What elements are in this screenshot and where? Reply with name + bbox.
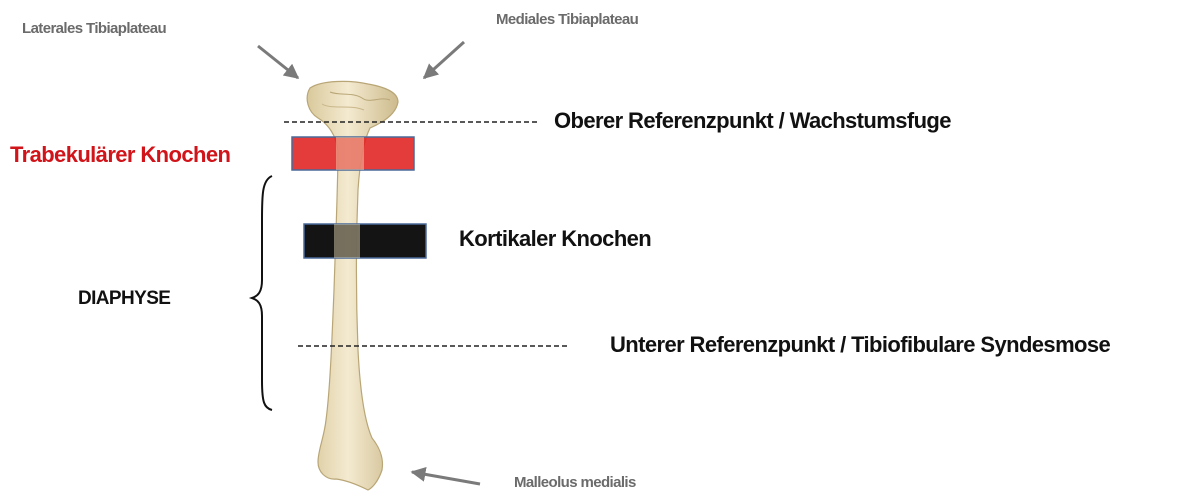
cortical-bone-label: Kortikaler Knochen [459,226,651,252]
upper-reference-label: Oberer Referenzpunkt / Wachstumsfuge [554,108,951,134]
malleolus-arrow [412,472,480,484]
malleolus-label: Malleolus medialis [514,474,636,491]
lateral-plateau-arrow [258,46,298,78]
diaphysis-label: DIAPHYSE [78,288,170,310]
medial-plateau-label: Mediales Tibiaplateau [496,11,638,28]
diaphysis-brace [252,176,272,410]
cortical-region-box [304,224,426,258]
trabecular-bone-label: Trabekulärer Knochen [10,142,230,168]
lower-reference-label: Unterer Referenzpunkt / Tibiofibulare Sy… [610,332,1110,358]
medial-plateau-arrow [424,42,464,78]
lateral-plateau-label: Laterales Tibiaplateau [22,20,166,37]
